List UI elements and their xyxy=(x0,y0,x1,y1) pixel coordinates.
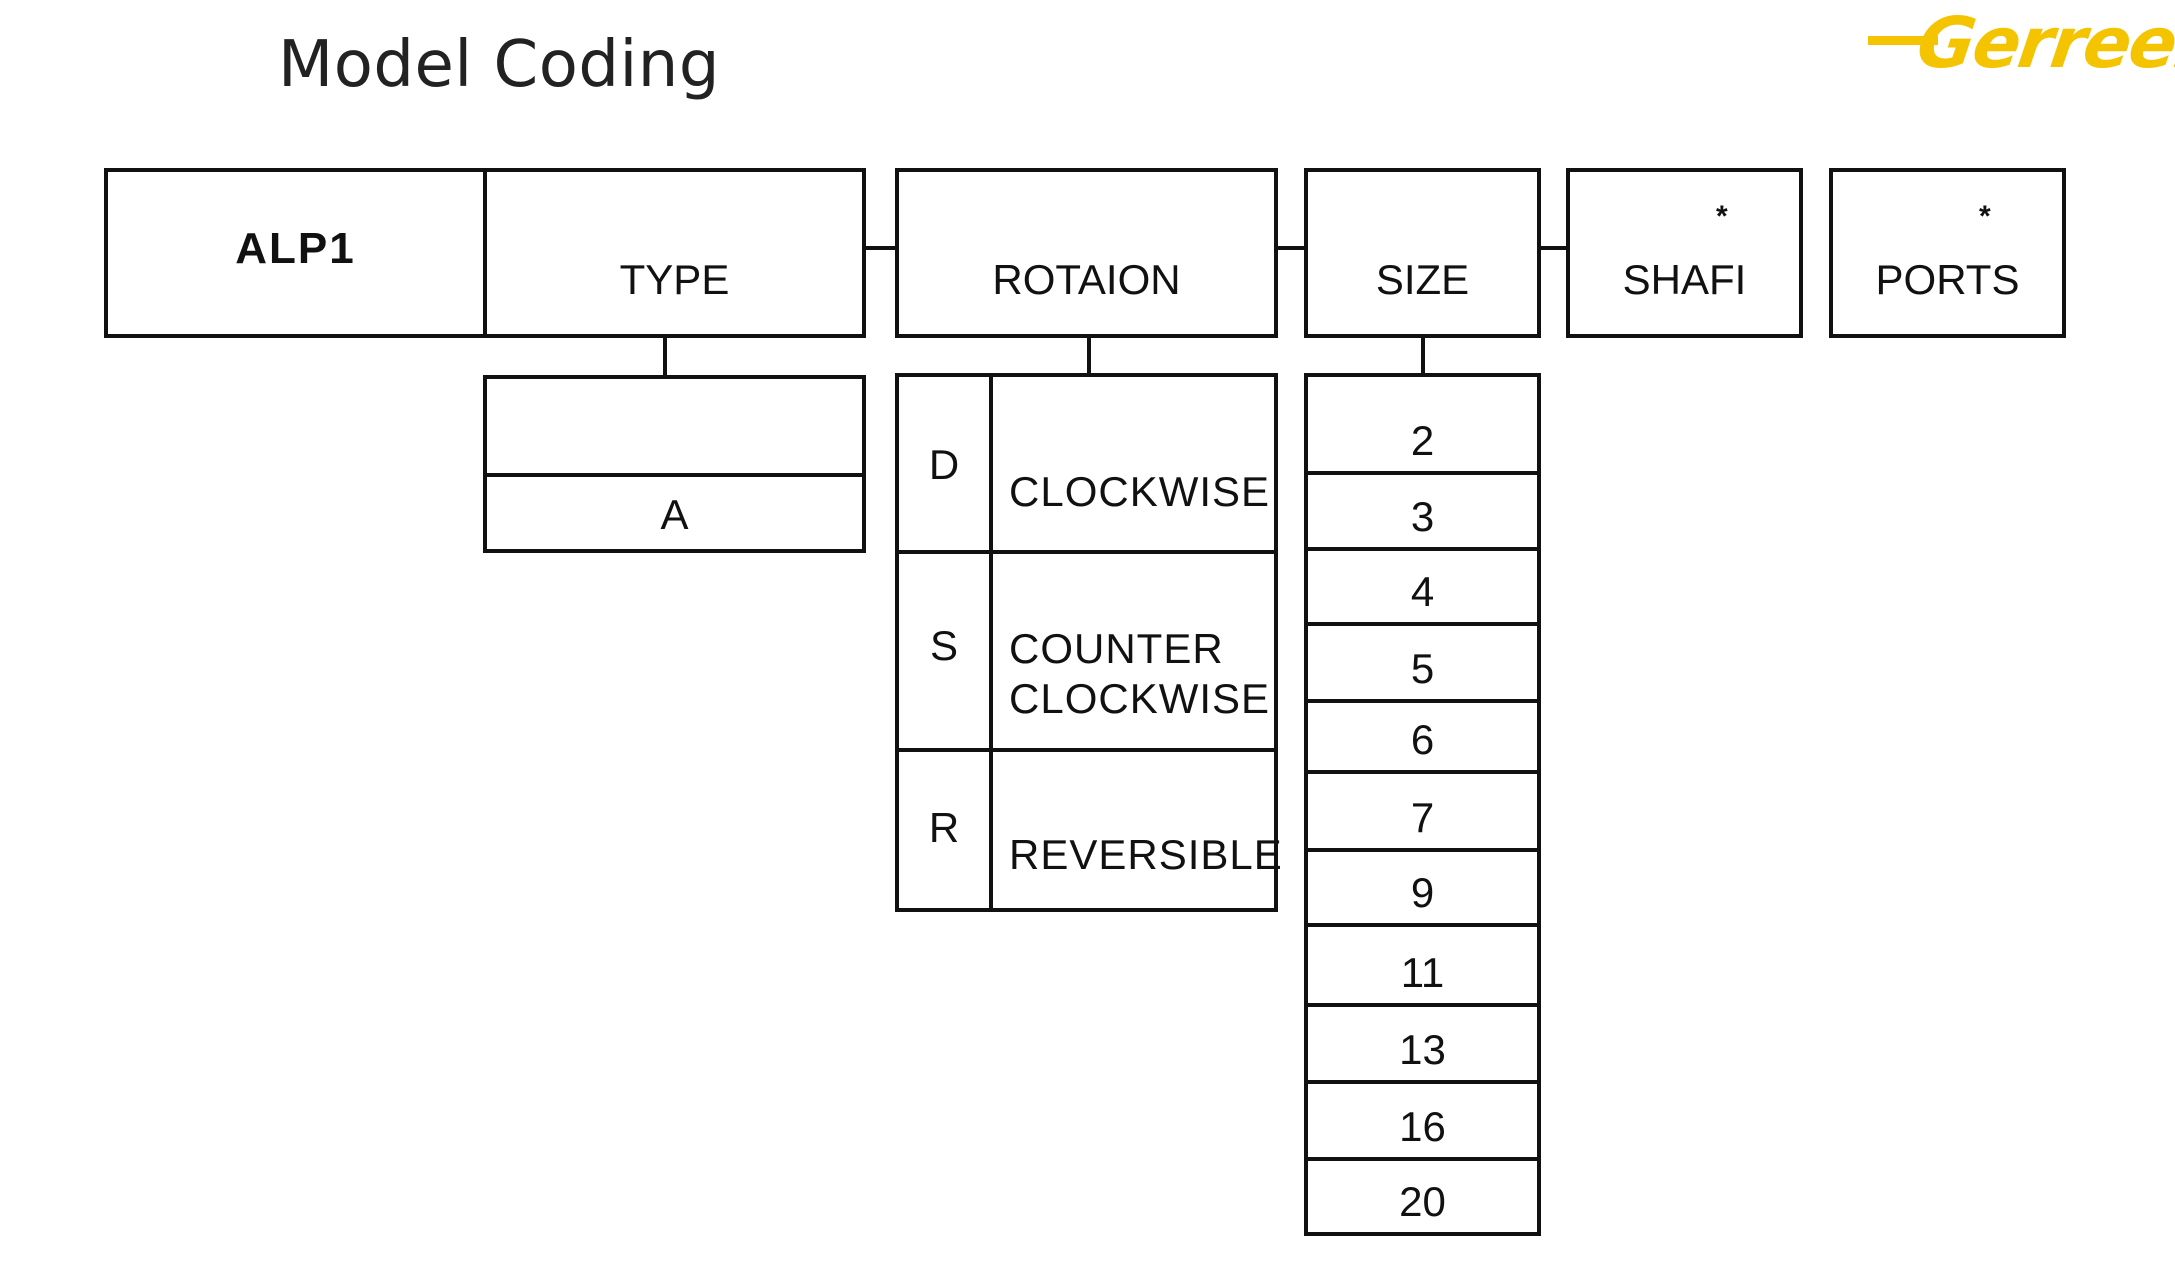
rotation-code-cell: R xyxy=(899,752,993,908)
shaft-header-box: * SHAFI xyxy=(1566,168,1803,338)
rotation-desc-line2: CLOCKWISE xyxy=(1009,675,1271,722)
size-option-label: 3 xyxy=(1410,493,1435,540)
size-option-label: 9 xyxy=(1410,869,1435,916)
type-option-label: A xyxy=(660,491,689,538)
rotation-code: S xyxy=(929,622,958,669)
rotation-desc: CLOCKWISE xyxy=(1009,468,1271,515)
connector-rotation-size xyxy=(1278,246,1305,250)
rotation-option-row: D CLOCKWISE xyxy=(899,377,1274,550)
connector-type-options xyxy=(663,338,667,376)
type-header-label: TYPE xyxy=(619,256,730,303)
rotation-code-cell: D xyxy=(899,377,993,550)
ports-asterisk: * xyxy=(1979,200,1991,233)
model-code: ALP1 xyxy=(235,224,356,273)
size-option-row: 16 xyxy=(1308,1080,1537,1157)
size-option-label: 5 xyxy=(1410,645,1435,692)
size-option-row: 6 xyxy=(1308,699,1537,770)
size-option-row: 4 xyxy=(1308,547,1537,622)
size-option-label: 4 xyxy=(1410,568,1435,615)
size-option-label: 11 xyxy=(1400,949,1445,996)
rotation-code: R xyxy=(928,804,960,851)
rotation-options-box: D CLOCKWISE S COUNTER CLOCKWISE R REVERS… xyxy=(895,373,1283,912)
size-option-label: 13 xyxy=(1399,1026,1446,1073)
model-box: ALP1 xyxy=(104,168,487,338)
page-title: Model Coding xyxy=(278,28,720,102)
size-option-label: 20 xyxy=(1399,1178,1446,1225)
size-option-row: 13 xyxy=(1308,1003,1537,1080)
size-option-row: 9 xyxy=(1308,848,1537,923)
type-option-row xyxy=(487,379,862,473)
size-option-row: 7 xyxy=(1308,770,1537,848)
rotation-option-row: R REVERSIBLE xyxy=(899,748,1283,908)
size-option-label: 6 xyxy=(1410,716,1435,763)
shaft-header-label: SHAFI xyxy=(1622,256,1747,303)
type-header-box: TYPE xyxy=(483,168,866,338)
size-option-label: 2 xyxy=(1410,417,1435,464)
rotation-desc: REVERSIBLE xyxy=(1009,831,1283,878)
size-option-row: 11 xyxy=(1308,923,1537,1003)
size-option-label: 7 xyxy=(1410,794,1435,841)
ports-header-label: PORTS xyxy=(1875,256,2020,303)
size-option-label: 16 xyxy=(1399,1103,1446,1150)
connector-rotation-options xyxy=(1087,338,1091,374)
logo-bar xyxy=(1868,36,1938,45)
connector-size-options xyxy=(1421,338,1425,374)
rotation-code: D xyxy=(928,441,960,488)
logo-wordmark: Gerreen xyxy=(1912,2,2175,84)
connector-size-shaft xyxy=(1541,246,1567,250)
rotation-desc-line1: COUNTER xyxy=(1009,625,1224,672)
size-option-row: 5 xyxy=(1308,622,1537,699)
size-header-label: SIZE xyxy=(1375,256,1470,303)
rotation-header-label: ROTAION xyxy=(992,256,1181,303)
size-option-row: 3 xyxy=(1308,471,1537,547)
size-option-row: 2 xyxy=(1308,377,1537,471)
brand-logo: Gerreen xyxy=(1868,2,2175,84)
type-option-row: A xyxy=(487,473,862,549)
shaft-asterisk: * xyxy=(1716,200,1728,233)
rotation-header-box: ROTAION xyxy=(895,168,1278,338)
size-options-box: 2 3 4 5 6 7 9 11 13 16 20 xyxy=(1304,373,1541,1236)
size-header-box: SIZE xyxy=(1304,168,1541,338)
rotation-option-row: S COUNTER CLOCKWISE xyxy=(899,550,1274,748)
ports-header-box: * PORTS xyxy=(1829,168,2066,338)
rotation-code-cell: S xyxy=(899,554,993,748)
size-option-row: 20 xyxy=(1308,1157,1537,1232)
type-options-box: A xyxy=(483,375,866,553)
connector-type-rotation xyxy=(866,246,896,250)
